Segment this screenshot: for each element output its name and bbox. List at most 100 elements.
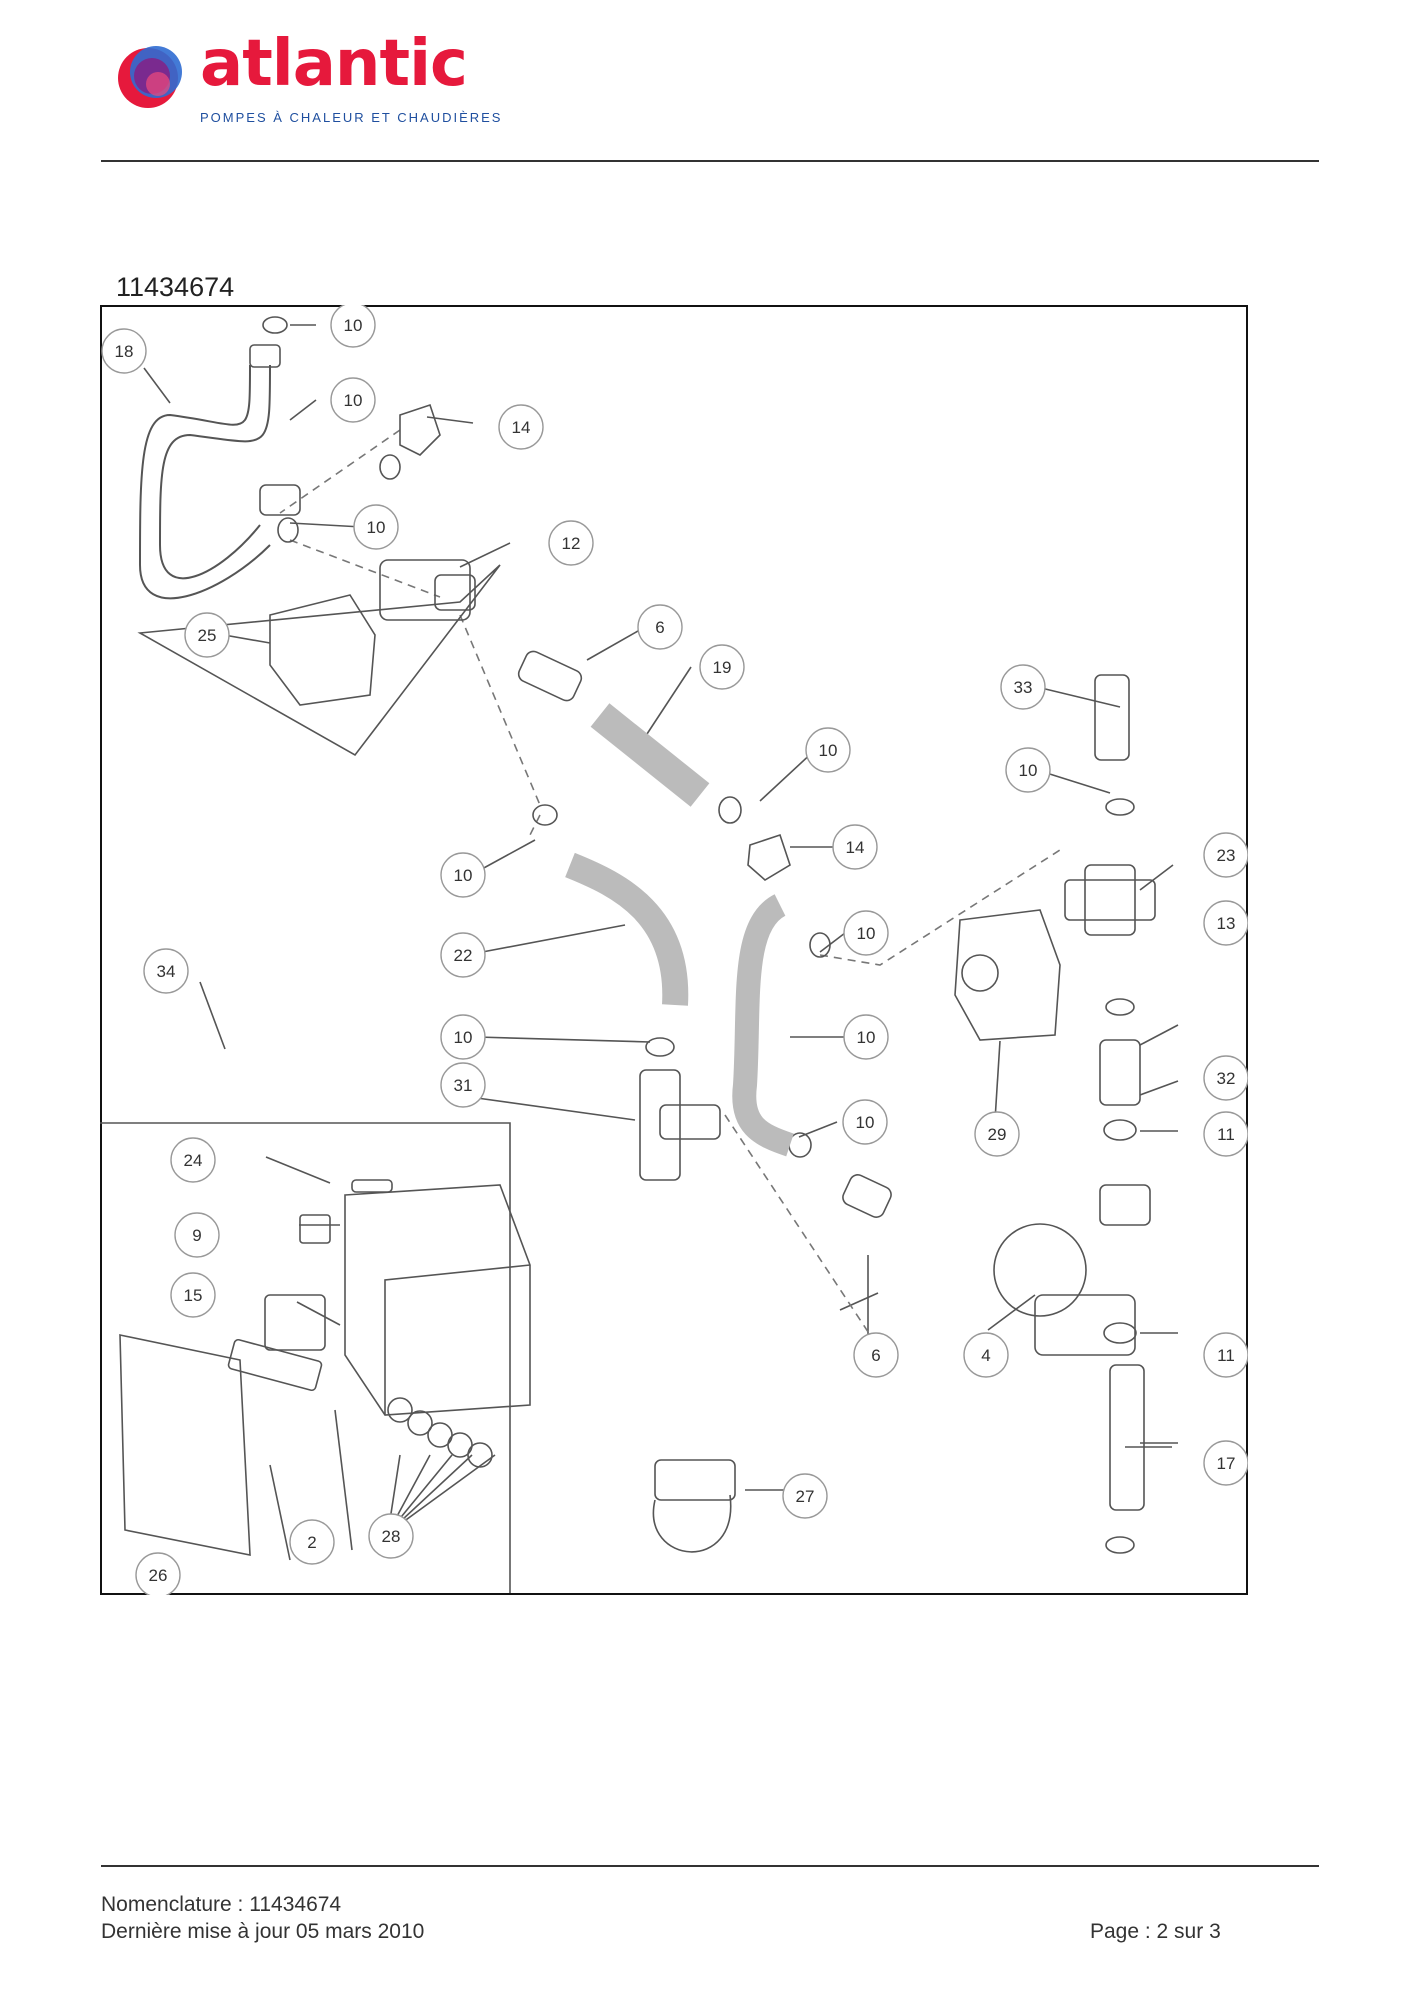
callout-label: 17 xyxy=(1217,1454,1236,1473)
callout-label: 34 xyxy=(157,962,176,981)
callout-bubble xyxy=(782,1473,828,1519)
callout-29: 29 xyxy=(974,1111,1020,1157)
callout-bubble xyxy=(184,612,230,658)
callout-label: 11 xyxy=(1217,1125,1235,1144)
callout-10: 10 xyxy=(330,377,376,423)
callout-10: 10 xyxy=(843,910,889,956)
callout-10: 10 xyxy=(330,305,376,348)
callout-31: 31 xyxy=(440,1062,486,1108)
callout-23: 23 xyxy=(1203,832,1248,878)
callout-label: 33 xyxy=(1014,678,1033,697)
footer-nomenclature: Nomenclature : 11434674 xyxy=(101,1893,342,1916)
callout-17: 17 xyxy=(1203,1440,1248,1486)
callout-6: 6 xyxy=(853,1332,899,1378)
callout-14: 14 xyxy=(832,824,878,870)
callout-label: 10 xyxy=(857,924,876,943)
callout-bubble xyxy=(170,1137,216,1183)
callout-label: 4 xyxy=(981,1346,990,1365)
callout-label: 32 xyxy=(1217,1069,1236,1088)
callout-bubble xyxy=(842,1099,888,1145)
callout-label: 10 xyxy=(856,1113,875,1132)
callout-2: 2 xyxy=(289,1519,335,1565)
callout-label: 15 xyxy=(184,1286,203,1305)
callout-bubble xyxy=(440,1062,486,1108)
callout-bubble xyxy=(637,604,683,650)
callout-bubble xyxy=(853,1332,899,1378)
callout-28: 28 xyxy=(368,1513,414,1559)
callout-bubble xyxy=(548,520,594,566)
callout-11: 11 xyxy=(1203,1332,1248,1378)
callout-label: 25 xyxy=(198,626,217,645)
callout-label: 10 xyxy=(454,866,473,885)
callout-label: 31 xyxy=(454,1076,473,1095)
callout-label: 14 xyxy=(512,418,531,437)
callout-24: 24 xyxy=(170,1137,216,1183)
callout-label: 23 xyxy=(1217,846,1236,865)
callout-bubble xyxy=(353,504,399,550)
callout-bubble xyxy=(1203,900,1248,946)
callout-label: 10 xyxy=(344,316,363,335)
callout-label: 22 xyxy=(454,946,473,965)
callout-4: 4 xyxy=(963,1332,1009,1378)
callout-bubble xyxy=(832,824,878,870)
callout-34: 34 xyxy=(143,948,189,994)
callout-label: 11 xyxy=(1217,1346,1235,1365)
callout-label: 9 xyxy=(192,1226,201,1245)
callout-bubble xyxy=(440,852,486,898)
footer-updated-date: Dernière mise à jour 05 mars 2010 xyxy=(101,1920,425,1943)
callout-bubble xyxy=(440,1014,486,1060)
callout-bubble xyxy=(135,1552,181,1595)
footer-rule xyxy=(101,1865,1319,1867)
callout-10: 10 xyxy=(440,852,486,898)
callout-9: 9 xyxy=(174,1212,220,1258)
callout-label: 10 xyxy=(857,1028,876,1047)
callout-bubble xyxy=(368,1513,414,1559)
callout-label: 6 xyxy=(655,618,664,637)
callout-label: 27 xyxy=(796,1487,815,1506)
callout-19: 19 xyxy=(699,644,745,690)
callout-13: 13 xyxy=(1203,900,1248,946)
callout-18: 18 xyxy=(101,328,147,374)
callout-bubble xyxy=(1203,832,1248,878)
callout-label: 10 xyxy=(1019,761,1038,780)
callout-bubble xyxy=(699,644,745,690)
callout-10: 10 xyxy=(842,1099,888,1145)
logo-mark-icon xyxy=(118,46,182,108)
callout-label: 13 xyxy=(1217,914,1236,933)
callout-10: 10 xyxy=(805,727,851,773)
callout-14: 14 xyxy=(498,404,544,450)
callout-33: 33 xyxy=(1000,664,1046,710)
callout-bubble xyxy=(170,1272,216,1318)
callout-label: 18 xyxy=(115,342,134,361)
callout-26: 26 xyxy=(135,1552,181,1595)
callout-label: 10 xyxy=(454,1028,473,1047)
callout-10: 10 xyxy=(440,1014,486,1060)
callout-bubble xyxy=(1000,664,1046,710)
callout-label: 10 xyxy=(344,391,363,410)
callout-bubble xyxy=(440,932,486,978)
callout-label: 24 xyxy=(184,1151,203,1170)
callout-bubble xyxy=(289,1519,335,1565)
logo-wordmark: atlantic xyxy=(200,27,468,101)
callout-bubble xyxy=(963,1332,1009,1378)
callout-27: 27 xyxy=(782,1473,828,1519)
header-rule xyxy=(101,160,1319,162)
callout-label: 14 xyxy=(846,838,865,857)
callout-label: 10 xyxy=(819,741,838,760)
callout-32: 32 xyxy=(1203,1055,1248,1101)
callout-label: 26 xyxy=(149,1566,168,1585)
callout-label: 10 xyxy=(367,518,386,537)
callout-12: 12 xyxy=(548,520,594,566)
callout-10: 10 xyxy=(353,504,399,550)
callout-bubble xyxy=(1203,1055,1248,1101)
callout-label: 12 xyxy=(562,534,581,553)
callout-6: 6 xyxy=(637,604,683,650)
callout-10: 10 xyxy=(1005,747,1051,793)
callout-15: 15 xyxy=(170,1272,216,1318)
callout-25: 25 xyxy=(184,612,230,658)
document-reference: 11434674 xyxy=(116,272,235,302)
callout-bubble xyxy=(174,1212,220,1258)
callout-bubble xyxy=(1203,1440,1248,1486)
footer-page-number: Page : 2 sur 3 xyxy=(1090,1920,1221,1943)
callout-bubble xyxy=(1203,1332,1248,1378)
